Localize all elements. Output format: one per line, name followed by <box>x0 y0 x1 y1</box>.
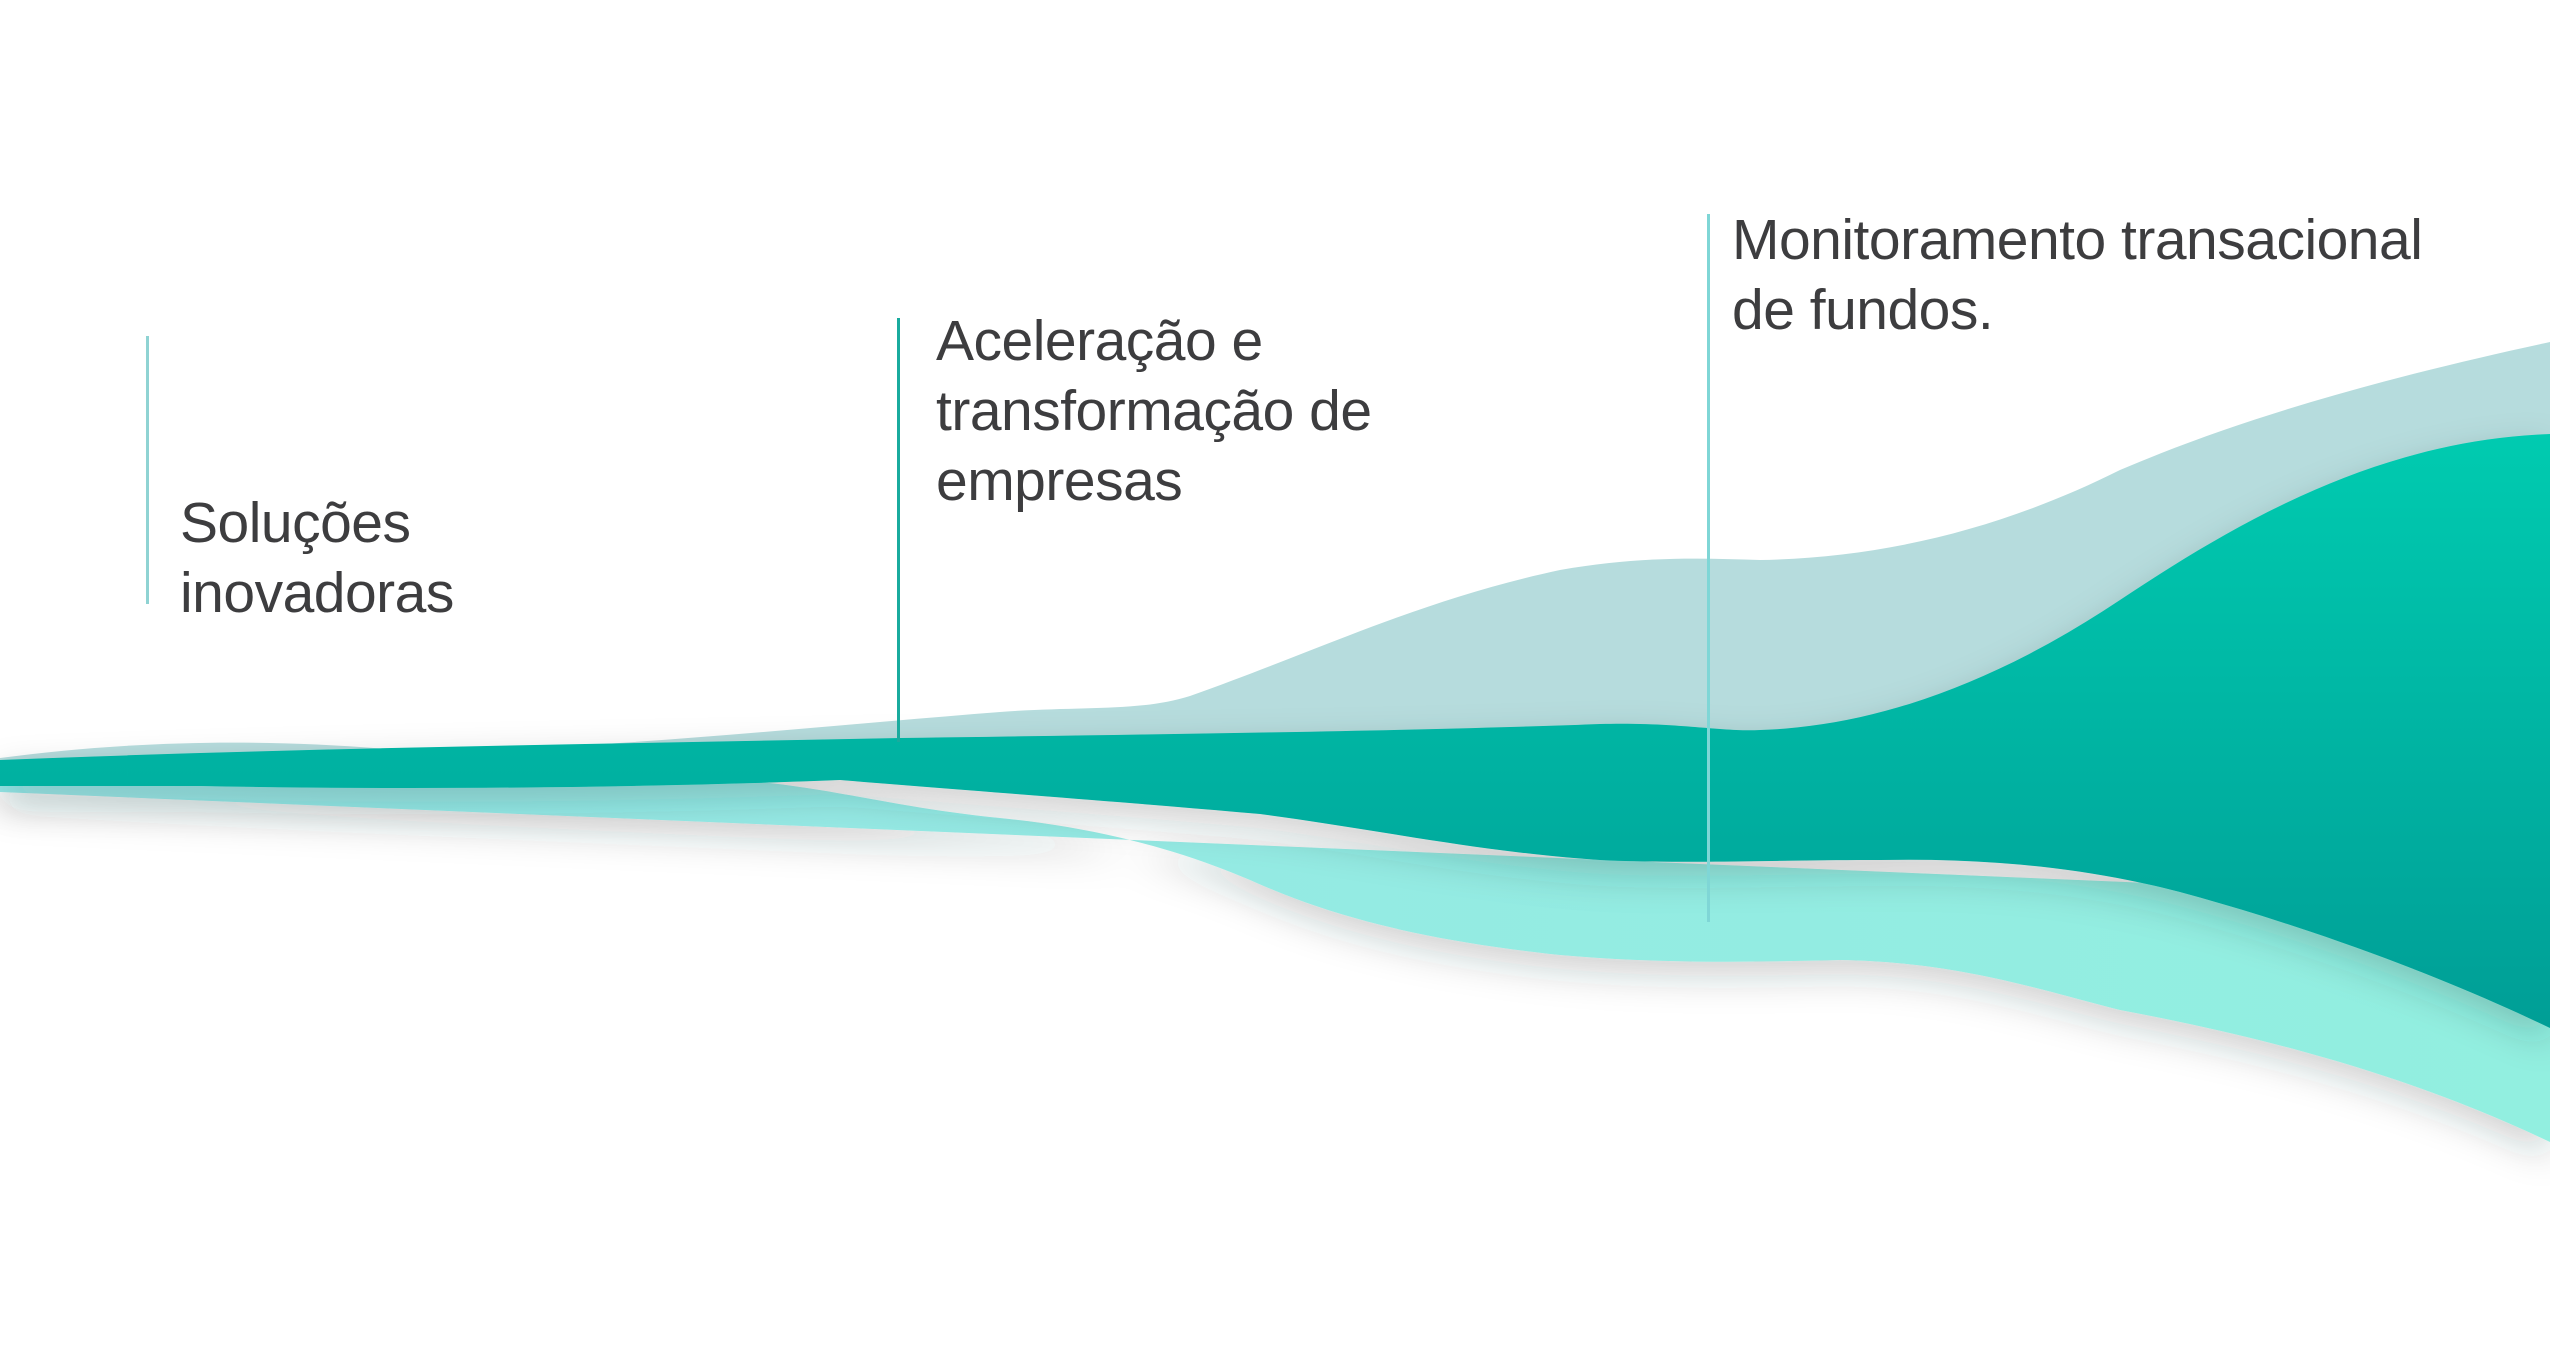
milestone-label-line: Soluções <box>180 491 411 555</box>
milestone-label-monitoramento: Monitoramento transacional de fundos. <box>1732 205 2423 345</box>
milestone-label-line: de fundos. <box>1732 278 1994 342</box>
milestone-marker-monitoramento <box>1707 214 1710 922</box>
milestone-label-solucoes: Soluções inovadoras <box>180 488 454 628</box>
milestone-label-line: Monitoramento transacional <box>1732 208 2423 272</box>
milestone-label-line: inovadoras <box>180 561 454 625</box>
milestone-marker-solucoes <box>146 336 149 604</box>
wave-main-ribbon <box>0 434 2550 1028</box>
wave-light-ribbon <box>0 776 2550 1142</box>
milestone-marker-aceleracao <box>897 318 900 742</box>
milestone-label-aceleracao: Aceleração e transformação de empresas <box>936 306 1372 516</box>
wave-back-ribbon <box>0 342 2550 764</box>
milestone-label-line: Aceleração e <box>936 309 1263 373</box>
milestone-label-line: transformação de <box>936 379 1372 443</box>
milestone-label-line: empresas <box>936 449 1183 513</box>
